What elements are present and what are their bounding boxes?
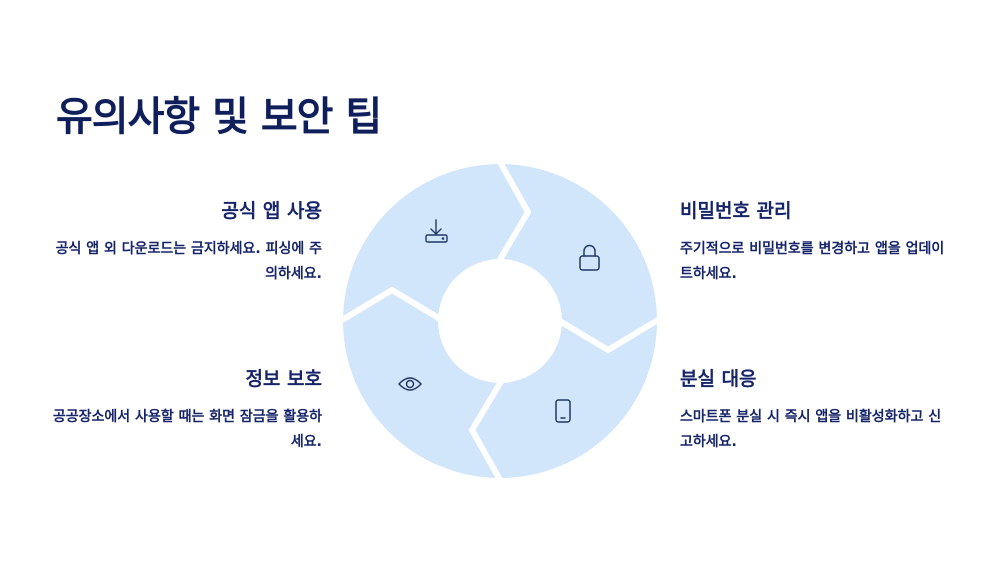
page-title: 유의사항 및 보안 팁 xyxy=(56,94,382,140)
lost-phone-block: 분실 대응 스마트폰 분실 시 즉시 앱을 비활성화하고 신고하세요. xyxy=(680,364,950,455)
cycle-ring xyxy=(343,164,657,478)
official-app-title: 공식 앱 사용 xyxy=(221,200,322,222)
password-desc: 주기적으로 비밀번호를 변경하고 앱을 업데이트하세요. xyxy=(680,241,945,282)
lost-phone-desc: 스마트폰 분실 시 즉시 앱을 비활성화하고 신고하세요. xyxy=(680,409,942,450)
password-block: 비밀번호 관리 주기적으로 비밀번호를 변경하고 앱을 업데이트하세요. xyxy=(680,196,950,287)
segment-divider xyxy=(340,286,444,323)
segment-divider xyxy=(468,378,505,482)
download-icon xyxy=(425,219,448,243)
segment-divider xyxy=(495,160,532,265)
official-app-block: 공식 앱 사용 공식 앱 외 다운로드는 금지하세요. 피싱에 주의하세요. xyxy=(52,196,322,287)
official-app-desc: 공식 앱 외 다운로드는 금지하세요. 피싱에 주의하세요. xyxy=(55,241,322,282)
password-title: 비밀번호 관리 xyxy=(680,200,792,222)
eye-icon xyxy=(397,377,423,391)
segment-divider xyxy=(556,317,660,354)
info-protection-block: 정보 보호 공공장소에서 사용할 때는 화면 잠금을 활용하세요. xyxy=(52,364,322,455)
info-protection-title: 정보 보호 xyxy=(245,368,322,390)
info-protection-desc: 공공장소에서 사용할 때는 화면 잠금을 활용하세요. xyxy=(52,409,322,450)
lost-phone-title: 분실 대응 xyxy=(680,368,757,390)
lock-icon xyxy=(579,244,600,271)
phone-icon xyxy=(555,399,571,423)
